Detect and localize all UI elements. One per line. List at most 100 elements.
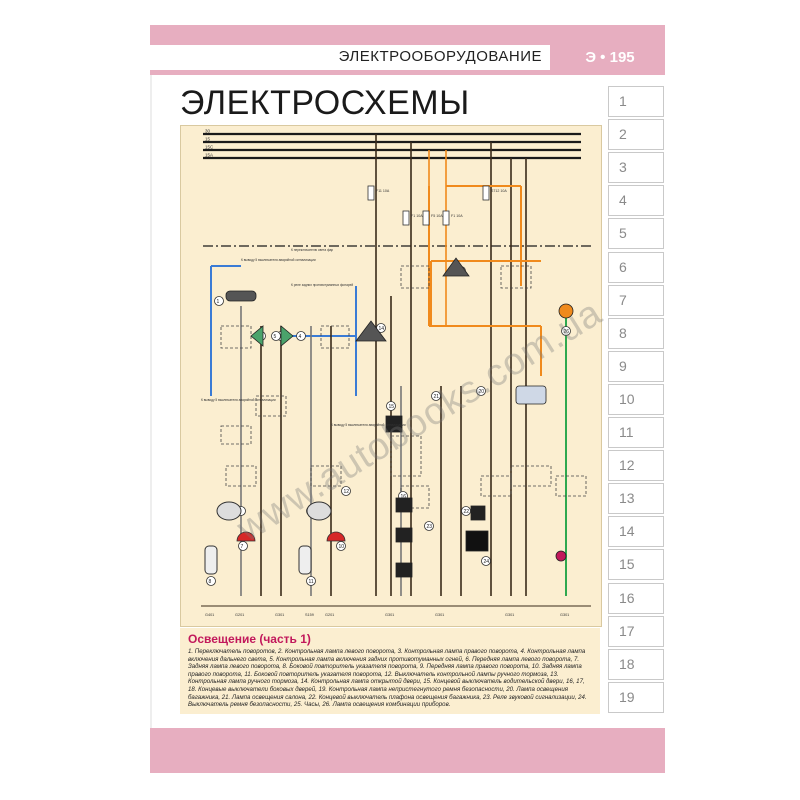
ground-label: G301 — [275, 613, 284, 617]
ground-label: G301 — [505, 613, 514, 617]
caption-text: 1. Переключатель поворотов, 2. Контрольн… — [188, 648, 587, 709]
horn-relay — [465, 530, 489, 552]
indicator-left — [250, 325, 264, 347]
chapter-tab-13[interactable]: 13 — [608, 483, 664, 515]
component-number: 7 — [241, 544, 244, 550]
belt-switch — [555, 550, 567, 562]
ground-label: S159 — [305, 613, 314, 617]
page-number: Э • 195 — [585, 49, 635, 66]
connector-block — [390, 435, 422, 477]
door-switch — [395, 562, 413, 578]
belt-lamp — [442, 257, 470, 277]
chapter-tab-label: 16 — [619, 589, 635, 606]
chapter-tab-11[interactable]: 11 — [608, 417, 664, 448]
chapter-tab-label: 2 — [619, 126, 627, 143]
connector-block — [225, 465, 257, 487]
chapter-tab-12[interactable]: 12 — [608, 450, 664, 482]
bus-label: 15A — [205, 153, 213, 158]
side-repeater-right — [298, 545, 312, 575]
connector-block — [220, 325, 252, 349]
chapter-tab-1[interactable]: 1 — [608, 86, 664, 117]
chapter-tab-label: 6 — [619, 258, 627, 275]
chapter-tab-10[interactable]: 10 — [608, 383, 664, 415]
bus-label: 15C — [205, 145, 214, 150]
connector-block — [220, 425, 252, 445]
chapter-tab-14[interactable]: 14 — [608, 516, 664, 548]
chapter-tab-9[interactable]: 9 — [608, 350, 664, 382]
wire-note: К выводу 5 выключателя аварийной сигнали… — [241, 258, 316, 262]
turn-lamp-left — [216, 501, 242, 521]
chapter-tab-6[interactable]: 6 — [608, 251, 664, 283]
component-number: 4 — [299, 334, 302, 340]
chapter-tab-16[interactable]: 16 — [608, 582, 664, 614]
fuse-label: F1 10A — [451, 214, 463, 218]
component-number: 8 — [209, 579, 212, 585]
component-number: 16 — [401, 494, 407, 500]
door-switch — [395, 497, 413, 513]
chapter-tab-label: 9 — [619, 357, 627, 374]
chapter-tab-4[interactable]: 4 — [608, 185, 664, 217]
chapter-tab-label: 19 — [619, 688, 635, 705]
chapter-tab-label: 11 — [619, 424, 634, 440]
chapter-tab-label: 3 — [619, 159, 627, 176]
cluster-lamp — [558, 303, 574, 319]
connector-block — [510, 465, 552, 487]
chapter-tab-19[interactable]: 19 — [608, 681, 664, 713]
chapter-tab-label: 14 — [619, 523, 635, 540]
chapter-tab-17[interactable]: 17 — [608, 615, 664, 647]
component-number: 1 — [217, 299, 220, 305]
door-switch — [395, 527, 413, 543]
page-heading: ЭЛЕКТРОСХЕМЫ — [180, 84, 470, 122]
chapter-tab-label: 1 — [619, 93, 627, 109]
component-marker — [431, 391, 441, 401]
clock — [515, 385, 547, 405]
footer-band — [150, 728, 665, 773]
fuse — [402, 210, 410, 226]
chapter-tab-18[interactable]: 18 — [608, 648, 664, 680]
ground-label: G201 — [235, 613, 244, 617]
component-marker — [424, 521, 434, 531]
component-number: 24 — [484, 559, 490, 565]
chapter-tab-label: 13 — [619, 490, 635, 507]
fuse — [442, 210, 450, 226]
chapter-tab-label: 4 — [619, 192, 627, 209]
component-number: 23 — [427, 524, 433, 530]
ground-label: G301 — [435, 613, 444, 617]
warning-lamp — [355, 320, 387, 342]
component-number: 26 — [564, 329, 570, 335]
rear-lamp-left — [236, 531, 256, 542]
chapter-tab-15[interactable]: 15 — [608, 549, 664, 581]
wire-note: К реле задних противотуманных фонарей — [291, 283, 353, 287]
component-marker — [238, 541, 248, 551]
section-bar: ЭЛЕКТРООБОРУДОВАНИЕ — [150, 45, 550, 70]
fuse-label: F5 10A — [431, 214, 443, 218]
side-repeater-left — [204, 545, 218, 575]
chapter-tab-label: 5 — [619, 225, 627, 242]
chapter-tab-7[interactable]: 7 — [608, 284, 664, 316]
indicator-right — [280, 325, 294, 347]
chapter-tab-label: 7 — [619, 291, 627, 308]
connector-block — [480, 475, 512, 497]
chapter-tab-8[interactable]: 8 — [608, 317, 664, 349]
chapter-tab-label: 10 — [619, 390, 635, 407]
chapter-tab-2[interactable]: 2 — [608, 119, 664, 151]
component-marker — [341, 486, 351, 496]
component-marker — [461, 506, 471, 516]
ground-label: G201 — [325, 613, 334, 617]
chapter-tab-3[interactable]: 3 — [608, 152, 664, 184]
chapter-tab-label: 8 — [619, 324, 627, 341]
component-number: 12 — [344, 489, 350, 495]
component-marker — [336, 541, 346, 551]
trunk-switch — [470, 505, 486, 521]
door-switch — [385, 415, 403, 433]
caption-title: Освещение (часть 1) — [188, 632, 311, 646]
component-marker — [206, 576, 216, 586]
turn-lamp-right — [306, 501, 332, 521]
chapter-tab-5[interactable]: 5 — [608, 218, 664, 250]
wire-note: К выводу 5 выключателя аварийной сигнали… — [331, 423, 406, 427]
bus-label: 30 — [205, 129, 211, 134]
component-number: 5 — [274, 334, 277, 340]
component-marker — [271, 331, 281, 341]
component-marker — [476, 386, 486, 396]
